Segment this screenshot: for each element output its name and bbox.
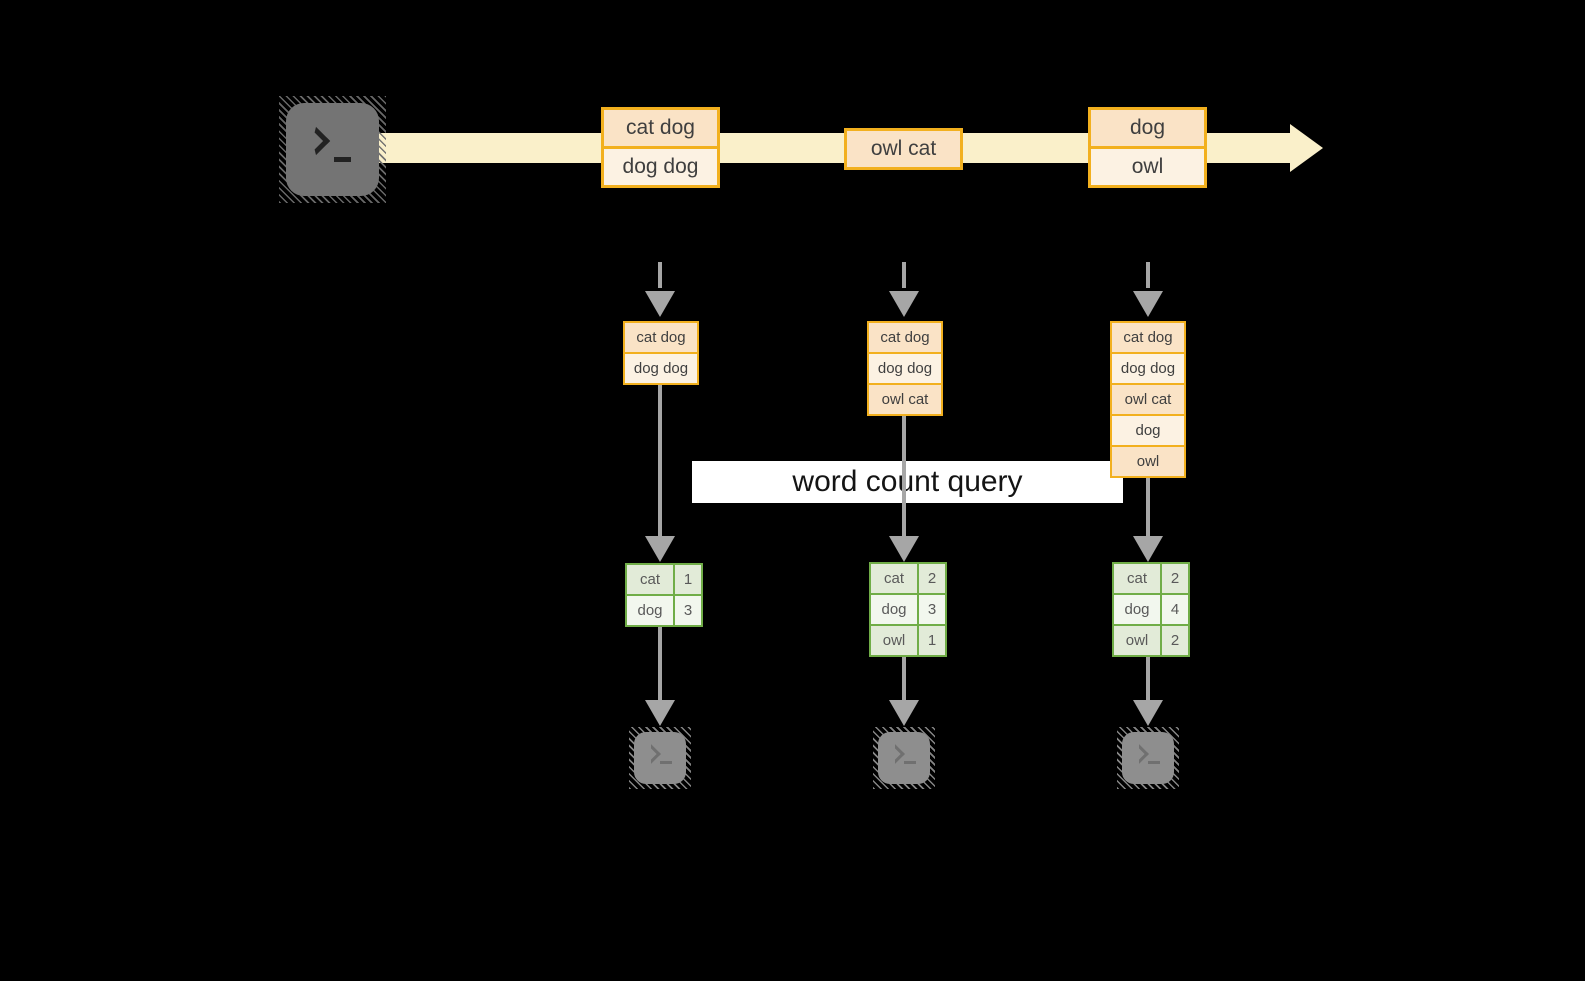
output-arrow-line [902, 656, 906, 700]
count-cell: 3 [675, 596, 701, 625]
event-row: owl cat [847, 131, 960, 167]
input-row: owl cat [1112, 385, 1184, 414]
query-arrow-line [658, 384, 662, 536]
word-count-query-label: word count query [692, 461, 1123, 503]
input-row: dog [1112, 416, 1184, 445]
query-arrow-head-icon [889, 536, 919, 562]
input-table-2: cat dog dog dog owl cat [867, 321, 943, 416]
dashed-arrow-segment [1146, 262, 1150, 288]
count-cell: 3 [919, 595, 945, 624]
stream-timeline-arrowhead-icon [1290, 124, 1323, 172]
count-cell: 2 [919, 564, 945, 593]
word-cell: dog [627, 596, 673, 625]
word-cell: owl [871, 626, 917, 655]
prompt-chevron-icon [641, 743, 662, 764]
dashed-arrow-segment [658, 262, 662, 288]
query-arrow-line [1146, 477, 1150, 536]
timeline-event-batch-2: owl cat [844, 128, 963, 170]
output-arrow-line [1146, 656, 1150, 700]
input-row: cat dog [1112, 323, 1184, 352]
output-terminal-icon [1117, 727, 1179, 789]
prompt-chevron-icon [302, 126, 331, 156]
result-table-1: cat 1 dog 3 [625, 563, 703, 627]
output-terminal-icon [873, 727, 935, 789]
input-row: cat dog [625, 323, 697, 352]
result-table-3: cat 2 dog 4 owl 2 [1112, 562, 1190, 657]
input-row: owl [1112, 447, 1184, 476]
input-row: owl cat [869, 385, 941, 414]
word-cell: dog [871, 595, 917, 624]
dashed-arrow-segment [902, 262, 906, 288]
prompt-chevron-icon [1129, 743, 1150, 764]
event-row: dog [1091, 110, 1204, 146]
input-table-3: cat dog dog dog owl cat dog owl [1110, 321, 1186, 478]
prompt-underscore-icon [1148, 760, 1160, 765]
terminal-screen [1122, 732, 1174, 784]
query-arrow-head-icon [645, 536, 675, 562]
dashed-arrow-head-icon [889, 291, 919, 317]
query-arrow-head-icon [1133, 536, 1163, 562]
count-cell: 1 [919, 626, 945, 655]
word-cell: cat [627, 565, 673, 594]
word-cell: dog [1114, 595, 1160, 624]
source-terminal-icon [279, 96, 386, 203]
input-row: dog dog [1112, 354, 1184, 383]
count-cell: 4 [1162, 595, 1188, 624]
input-row: cat dog [869, 323, 941, 352]
event-row: dog dog [604, 149, 717, 185]
prompt-underscore-icon [904, 760, 916, 765]
output-arrow-head-icon [1133, 700, 1163, 726]
query-arrow-line [902, 415, 906, 536]
event-row: cat dog [604, 110, 717, 146]
count-cell: 2 [1162, 626, 1188, 655]
count-cell: 2 [1162, 564, 1188, 593]
count-cell: 1 [675, 565, 701, 594]
event-row: owl [1091, 149, 1204, 185]
prompt-chevron-icon [885, 743, 906, 764]
input-row: dog dog [869, 354, 941, 383]
dashed-arrow-head-icon [645, 291, 675, 317]
word-cell: owl [1114, 626, 1160, 655]
input-table-1: cat dog dog dog [623, 321, 699, 385]
word-cell: cat [1114, 564, 1160, 593]
prompt-underscore-icon [334, 156, 352, 162]
output-arrow-head-icon [889, 700, 919, 726]
dashed-arrow-head-icon [1133, 291, 1163, 317]
timeline-event-batch-3: dog owl [1088, 107, 1207, 188]
prompt-underscore-icon [660, 760, 672, 765]
terminal-screen [634, 732, 686, 784]
output-arrow-line [658, 626, 662, 700]
input-row: dog dog [625, 354, 697, 383]
word-cell: cat [871, 564, 917, 593]
output-terminal-icon [629, 727, 691, 789]
timeline-event-batch-1: cat dog dog dog [601, 107, 720, 188]
output-arrow-head-icon [645, 700, 675, 726]
result-table-2: cat 2 dog 3 owl 1 [869, 562, 947, 657]
terminal-screen [878, 732, 930, 784]
terminal-screen [286, 103, 379, 196]
